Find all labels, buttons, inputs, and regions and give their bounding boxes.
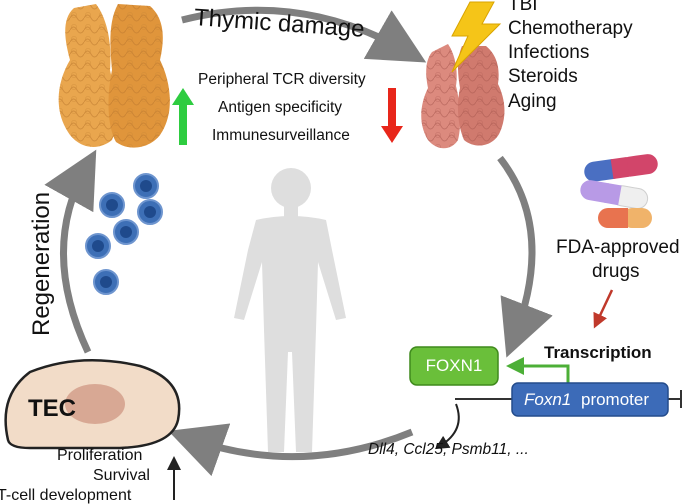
tec-function-survival: Survival [93, 467, 150, 484]
to-tec-arrow [168, 423, 414, 477]
damage-cause-tbi: TBI [508, 0, 538, 15]
tec-function-proliferation: Proliferation [57, 447, 143, 464]
decrease-arrow-icon [381, 88, 403, 143]
damaged-thymus-icon [421, 1, 505, 149]
drug-arrow [593, 289, 614, 329]
regeneration-arrow [44, 149, 97, 354]
damage-cause-infections: Infections [508, 42, 590, 63]
damage-cause-aging: Aging [508, 91, 557, 112]
drugs-label-line1: FDA-approved [556, 237, 680, 258]
promoter-gene: Foxn1 [524, 390, 572, 409]
t-cells-icon [85, 173, 163, 295]
damage-cause-steroids: Steroids [508, 66, 578, 87]
foxn1-label: FOXN1 [425, 356, 483, 375]
transcription-label: Transcription [544, 343, 652, 362]
increase-arrow-icon [172, 88, 194, 145]
promoter-word: promoter [580, 390, 650, 409]
targets-arrow [434, 403, 460, 450]
drug-pills-icon [580, 154, 658, 228]
thymic-damage-arrow [181, 6, 427, 63]
transcription-arrow [506, 357, 570, 384]
promoter-box [511, 382, 669, 417]
effect-immunesurveillance: Immunesurveillance [212, 127, 350, 144]
effect-tcr-diversity: Peripheral TCR diversity [198, 71, 366, 88]
effect-antigen-specificity: Antigen specificity [218, 99, 343, 116]
tec-cell-icon [4, 359, 181, 450]
tec-label: TEC [28, 395, 76, 422]
human-silhouette-icon [234, 168, 346, 452]
healthy-thymus-icon [58, 4, 170, 148]
lightning-icon [451, 1, 502, 73]
damage-cause-chemotherapy: Chemotherapy [508, 18, 633, 39]
promoter-label: Foxn1 promoter [524, 391, 649, 408]
targets-label: Dll4, Ccl25, Psmb11, ... [368, 441, 529, 458]
foxn1-box [409, 346, 499, 386]
to-foxn1-arrow [497, 155, 553, 358]
drugs-label-line2: drugs [592, 261, 640, 282]
regeneration-label: Regeneration [28, 191, 55, 336]
tec-function-t-cell-development: T-cell development [0, 487, 132, 504]
